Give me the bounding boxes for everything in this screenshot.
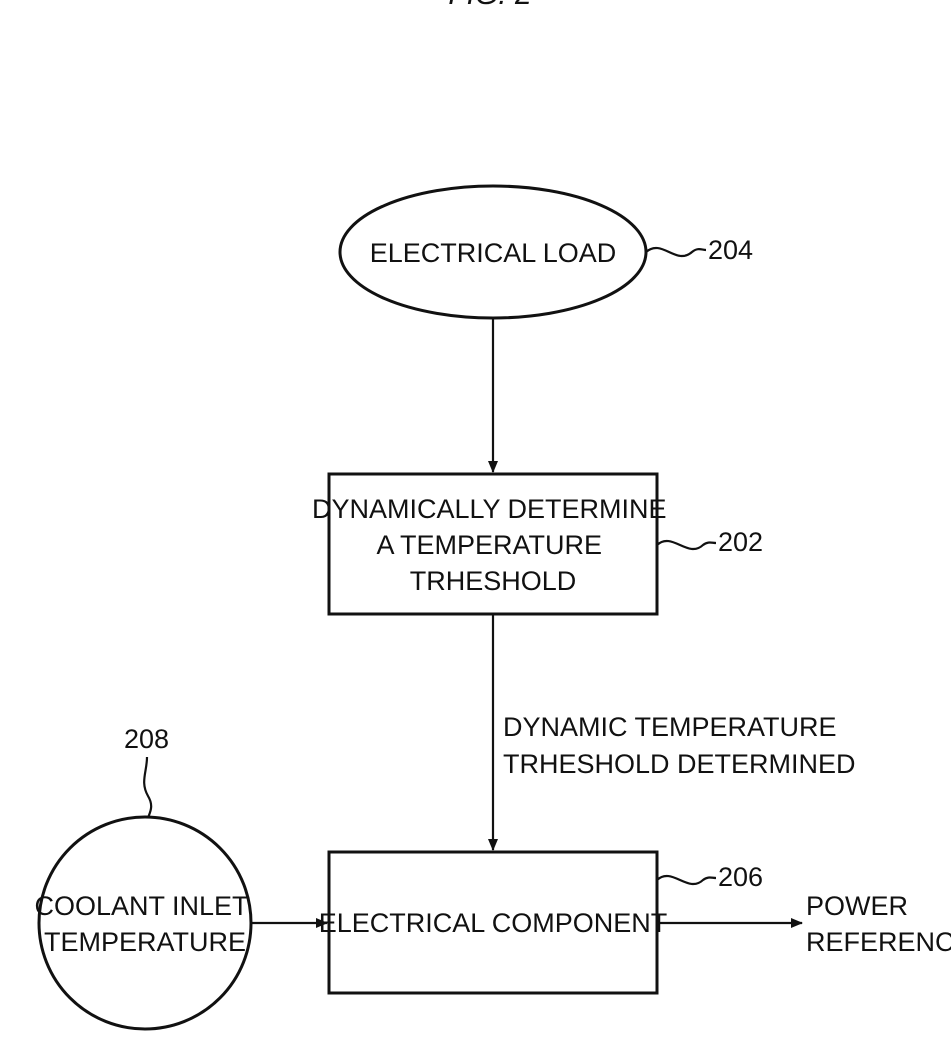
svg-text:DYNAMIC TEMPERATURE TRHESH: DYNAMIC TEMPERATURE TRHESHOLD DETERMINED <box>503 712 856 779</box>
svg-text:POWER REFERENCE: POWER REFERENCE <box>806 891 951 957</box>
ref-number-208: 208 <box>124 724 169 754</box>
determine-threshold-line-3: TRHESHOLD <box>410 566 577 596</box>
ref-leader-202 <box>657 541 716 549</box>
coolant-inlet-line-1: COOLANT INLET <box>34 891 248 921</box>
ref-leader-204 <box>646 248 706 256</box>
ref-number-206: 206 <box>718 862 763 892</box>
svg-text:ELECTRICAL LOAD: ELECTRICAL LOAD <box>370 238 617 268</box>
ref-leader-208 <box>144 757 151 818</box>
coolant-inlet-line-2: TEMPERATURE <box>44 927 246 957</box>
electrical-component-node: ELECTRICAL COMPONENT <box>319 852 668 993</box>
output-label-line-1: POWER <box>806 891 908 921</box>
figure-label: FIG. 2 <box>448 0 532 11</box>
electrical-component-label: ELECTRICAL COMPONENT <box>319 908 668 938</box>
determine-threshold-node: DYNAMICALLY DETERMINE A TEMPERATURE TRHE… <box>312 474 674 614</box>
electrical-load-label: ELECTRICAL LOAD <box>370 238 617 268</box>
coolant-inlet-node: COOLANT INLET TEMPERATURE <box>34 817 255 1029</box>
determine-threshold-line-2: A TEMPERATURE <box>376 530 602 560</box>
determine-threshold-line-1: DYNAMICALLY DETERMINE <box>312 494 667 524</box>
ref-number-204: 204 <box>708 235 753 265</box>
edge-label-line-2: TRHESHOLD DETERMINED <box>503 749 856 779</box>
electrical-load-node: ELECTRICAL LOAD <box>340 186 646 318</box>
edge-label-line-1: DYNAMIC TEMPERATURE <box>503 712 837 742</box>
svg-text:ELECTRICAL COMPONENT: ELECTRICAL COMPONENT <box>319 908 668 938</box>
ref-leader-206 <box>657 876 716 884</box>
ref-number-202: 202 <box>718 527 763 557</box>
output-label-line-2: REFERENCE <box>806 927 951 957</box>
